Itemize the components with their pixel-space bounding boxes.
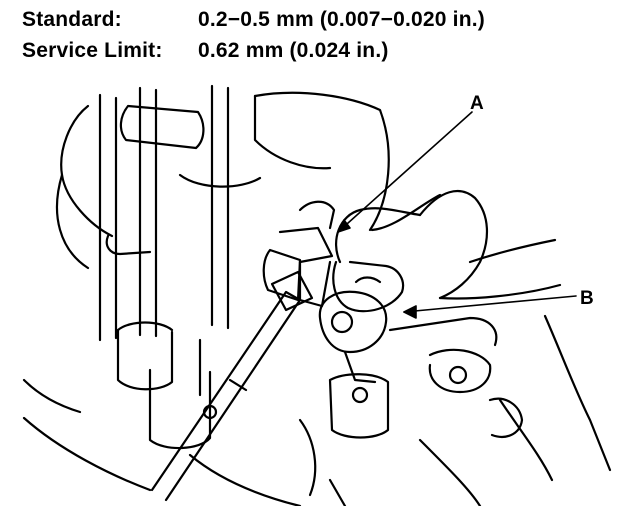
housing-bosses bbox=[116, 316, 524, 497]
callout-label-b: B bbox=[580, 288, 594, 309]
feeler-gauge bbox=[150, 270, 314, 502]
specifications-block: Standard: 0.2−0.5 mm (0.007−0.020 in.) S… bbox=[22, 4, 485, 66]
hand bbox=[332, 189, 562, 313]
spec-standard-label: Standard: bbox=[22, 8, 122, 31]
leader-lines bbox=[337, 111, 577, 319]
leader-arrowhead-a bbox=[337, 219, 351, 233]
spec-standard-value: 0.2−0.5 mm (0.007−0.020 in.) bbox=[198, 8, 485, 31]
transmission-housing bbox=[22, 91, 612, 506]
shift-rods bbox=[98, 84, 262, 342]
leader-arrowhead-b bbox=[403, 305, 417, 319]
spec-service-limit-value: 0.62 mm (0.024 in.) bbox=[198, 39, 389, 62]
spec-standard: Standard: 0.2−0.5 mm (0.007−0.020 in.) bbox=[22, 4, 485, 35]
callout-label-a: A bbox=[470, 93, 484, 114]
leader-line-a bbox=[337, 111, 473, 233]
shift-piece bbox=[262, 200, 336, 308]
shift-fork bbox=[318, 290, 388, 384]
spec-service-limit-label: Service Limit: bbox=[22, 39, 163, 62]
spec-service-limit: Service Limit: 0.62 mm (0.024 in.) bbox=[22, 35, 485, 66]
leader-line-b bbox=[403, 295, 577, 313]
